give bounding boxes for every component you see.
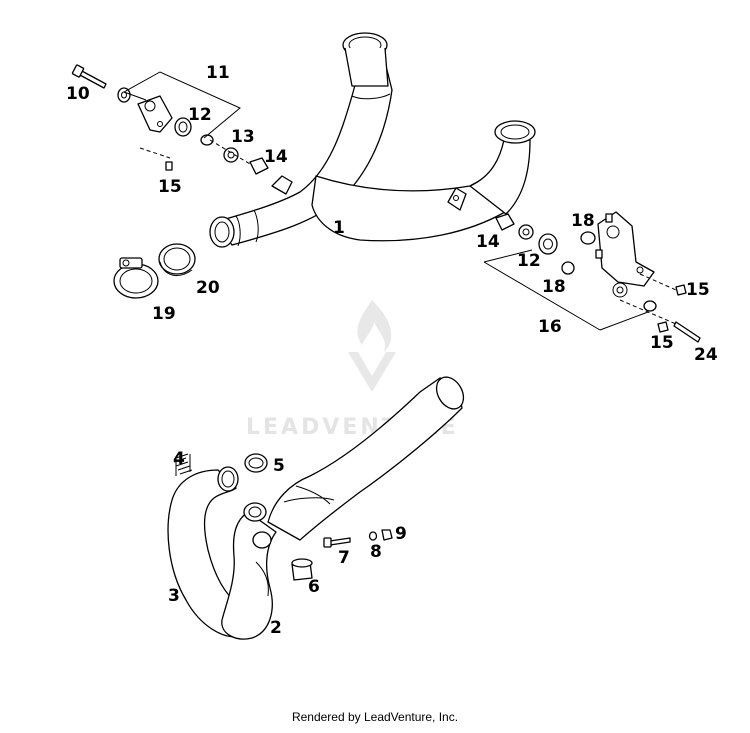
part-1-y-pipe xyxy=(209,32,536,248)
part-19-clamp xyxy=(113,257,159,299)
callout-3: 3 xyxy=(168,586,180,606)
callout-12-right: 12 xyxy=(517,251,541,271)
callout-18-bottom: 18 xyxy=(542,277,566,297)
callout-6: 6 xyxy=(308,577,320,597)
callout-8: 8 xyxy=(370,542,382,562)
left-hardware xyxy=(71,64,269,175)
right-hardware xyxy=(483,211,701,343)
callout-24: 24 xyxy=(694,345,718,365)
callout-15-right: 15 xyxy=(686,280,710,300)
part-7-bolt xyxy=(323,537,351,548)
callout-5: 5 xyxy=(273,456,285,476)
callout-18-top: 18 xyxy=(571,211,595,231)
callout-7: 7 xyxy=(338,548,350,568)
part-6-sleeve xyxy=(291,558,313,581)
footer-credit: Rendered by LeadVenture, Inc. xyxy=(291,710,459,724)
part-5-gasket xyxy=(244,453,268,473)
callout-13: 13 xyxy=(231,127,255,147)
part-2-header-pipe xyxy=(221,502,277,640)
callout-4: 4 xyxy=(173,449,185,469)
callout-16: 16 xyxy=(538,317,562,337)
part-8-9-washer-nut xyxy=(368,529,393,541)
callout-9: 9 xyxy=(395,524,407,544)
part-20-gasket xyxy=(158,243,196,277)
callout-19: 19 xyxy=(152,304,176,324)
callout-11: 11 xyxy=(206,63,230,83)
callout-labels: 1 2 3 4 5 6 7 8 9 10 11 12 13 14 15 14 1… xyxy=(66,63,718,638)
callout-10: 10 xyxy=(66,84,90,104)
callout-15-bottom: 15 xyxy=(650,333,674,353)
callout-20: 20 xyxy=(196,278,220,298)
collector-pipe xyxy=(267,376,465,541)
callout-2: 2 xyxy=(270,618,282,638)
callout-15-left: 15 xyxy=(158,177,182,197)
callout-14-right: 14 xyxy=(476,232,500,252)
callout-1: 1 xyxy=(333,218,345,238)
part-4-spring xyxy=(173,453,193,476)
callout-14-left: 14 xyxy=(264,147,288,167)
callout-12-left: 12 xyxy=(188,105,212,125)
